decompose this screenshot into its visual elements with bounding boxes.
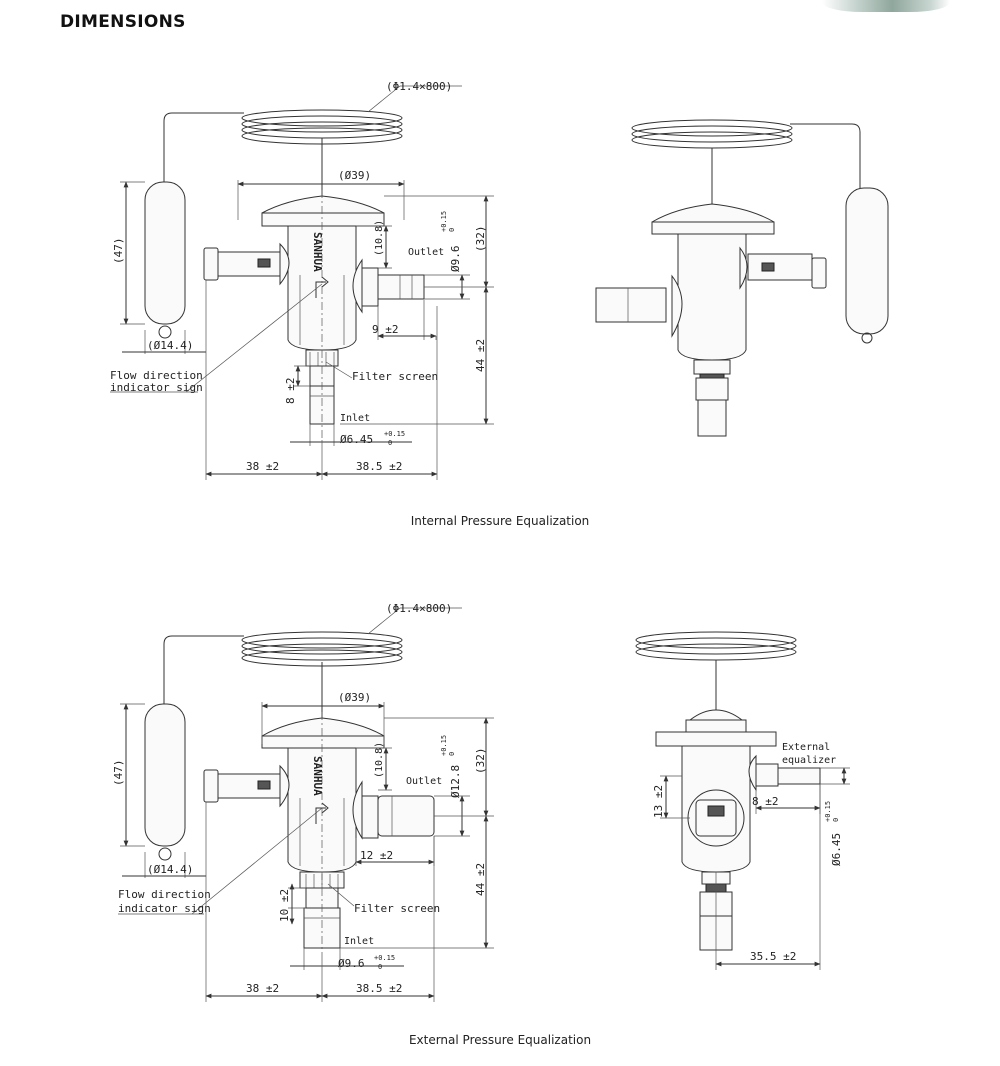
dim-width-right: 38.5 ±2 [356, 460, 402, 473]
dim-outlet-offset: (10.8) [374, 742, 385, 778]
dim-equalizer-tol-lower: 0 [832, 818, 840, 822]
brand-label: SANHUA [311, 756, 324, 796]
dim-width-left: 38 ±2 [246, 982, 279, 995]
dim-outlet-len: 12 ±2 [360, 849, 393, 862]
internal-rear-view [595, 119, 889, 437]
capillary-coil [631, 119, 793, 149]
dim-equalizer-len: 8 ±2 [752, 795, 779, 808]
external-front-view: (Ø39) (Φ1.4×800) (47) (Ø14.4) (10.8) Out… [112, 602, 494, 1002]
dim-equalizer-tol-upper: +0.15 [824, 801, 832, 822]
capillary-coil [635, 631, 797, 661]
external-side-view: External equalizer 13 ±2 8 ±2 Ø6.45 +0.1… [635, 631, 850, 970]
diagram-caption-internal: Internal Pressure Equalization [410, 514, 590, 528]
label-outlet: Outlet [408, 247, 444, 258]
dim-capillary: (Φ1.4×800) [386, 80, 452, 93]
label-filter: Filter screen [352, 370, 438, 383]
dim-inlet-tol-lower: 0 [378, 963, 382, 971]
outlet-fitting [352, 258, 425, 314]
label-flow-line2: indicator sign [118, 902, 211, 915]
diagram-caption-external: External Pressure Equalization [408, 1033, 592, 1047]
brand-label: SANHUA [311, 232, 324, 272]
dim-outlet-tol-lower: 0 [448, 752, 456, 756]
dim-equalizer-dia: Ø6.45 [830, 833, 843, 866]
sensing-bulb [144, 181, 186, 325]
dim-outlet-tol-upper: +0.15 [440, 211, 448, 232]
dim-outlet-offset: (10.8) [374, 220, 385, 256]
dim-outlet-dia: Ø9.6 [449, 246, 462, 273]
dim-bulb-dia: (Ø14.4) [147, 339, 193, 352]
dim-height-bottom: 44 ±2 [474, 863, 487, 896]
internal-front-view: (Ø39) (Φ1.4×800) (47) (Ø14.4) (10.8) Out… [110, 80, 494, 480]
dim-outlet-dia: Ø12.8 [449, 765, 462, 798]
dim-outlet-tol-upper: +0.15 [440, 735, 448, 756]
dim-inlet-tol-upper: +0.15 [374, 954, 395, 962]
header-decoration [822, 0, 950, 12]
dim-height-top: (32) [474, 226, 487, 253]
dim-equalizer-height: 13 ±2 [652, 785, 665, 818]
dim-bulb-length: (47) [112, 760, 125, 787]
dim-diaphragm: (Ø39) [338, 169, 371, 182]
dim-inlet-tol-lower: 0 [388, 439, 392, 447]
label-inlet: Inlet [344, 936, 374, 947]
label-inlet: Inlet [340, 413, 370, 424]
label-filter: Filter screen [354, 902, 440, 915]
dim-inlet-tol-upper: +0.15 [384, 430, 405, 438]
label-flow-line1: Flow direction [110, 369, 203, 382]
sensing-bulb [845, 187, 889, 335]
dim-inlet-dia: Ø6.45 [340, 433, 373, 446]
bulb-fitting [203, 242, 290, 286]
dim-inlet-len: 10 ±2 [278, 889, 291, 922]
dim-inlet-len: 8 ±2 [284, 378, 297, 405]
dim-diaphragm: (Ø39) [338, 691, 371, 704]
label-flow-line1: Flow direction [118, 888, 211, 901]
dim-capillary: (Φ1.4×800) [386, 602, 452, 615]
label-equalizer-line1: External [782, 742, 830, 753]
dim-height-bottom: 44 ±2 [474, 339, 487, 372]
dim-height-top: (32) [474, 748, 487, 775]
label-outlet: Outlet [406, 776, 442, 787]
dim-inlet-dia: Ø9.6 [338, 957, 365, 970]
dim-width-left: 38 ±2 [246, 460, 279, 473]
label-flow-line2: indicator sign [110, 381, 203, 394]
dim-outlet-tol-lower: 0 [448, 228, 456, 232]
page-title: DIMENSIONS [60, 12, 186, 32]
dim-side-width: 35.5 ±2 [750, 950, 796, 963]
dim-width-right: 38.5 ±2 [356, 982, 402, 995]
capillary-coil [241, 631, 403, 667]
label-equalizer-line2: equalizer [782, 755, 836, 766]
sensing-bulb [144, 703, 186, 847]
dim-bulb-dia: (Ø14.4) [147, 863, 193, 876]
dim-bulb-length: (47) [112, 238, 125, 265]
dim-outlet-len: 9 ±2 [372, 323, 399, 336]
